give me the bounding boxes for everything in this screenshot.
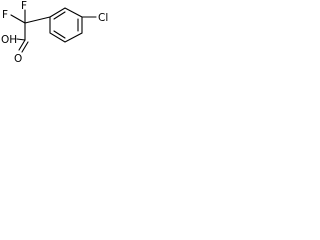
bond-c-f-left [10, 14, 26, 24]
ring-double-bond-1 [53, 11, 66, 20]
chemical-structure: F F Cl OH O [1, 0, 108, 65]
atom-fluorine-top: F [21, 0, 27, 12]
ring-double-bond-3 [53, 30, 66, 39]
atom-carbonyl-oxygen: O [14, 53, 22, 65]
bond-c-o-double-1 [18, 39, 26, 51]
bonds [10, 7, 97, 53]
bond-c-oh [16, 38, 26, 41]
bond-c-o-double-2 [21, 41, 29, 53]
bond-c-ring [24, 16, 51, 24]
atom-labels: F F Cl OH O [1, 0, 108, 65]
atom-chlorine: Cl [98, 12, 108, 24]
benzene-ring [49, 7, 83, 43]
atom-fluorine-left: F [2, 9, 8, 21]
atom-hydroxyl: OH [1, 34, 17, 46]
